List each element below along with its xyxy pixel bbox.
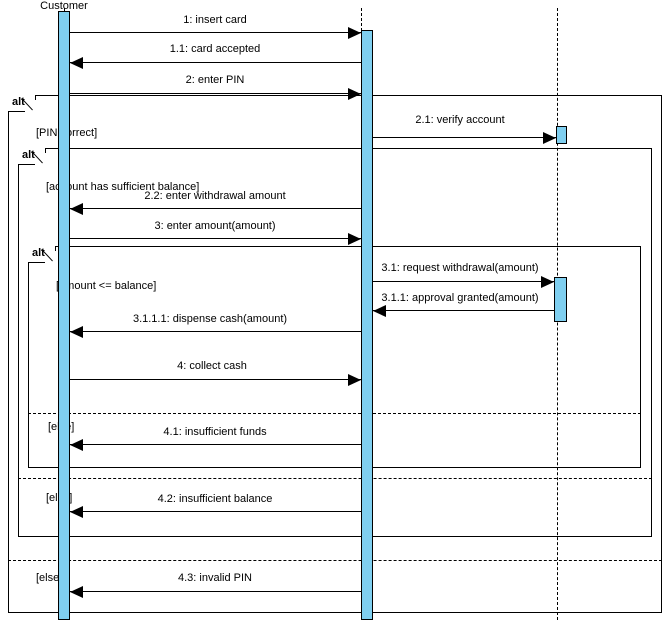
message-line-4 <box>70 379 361 380</box>
fragment-divider-alt-balance-0 <box>18 478 652 479</box>
fragment-alt-pin <box>8 95 662 613</box>
message-line-2.1 <box>373 137 556 138</box>
message-arrowhead-4.3 <box>70 586 83 598</box>
fragment-tab-corner <box>44 251 56 263</box>
fragment-guard-alt-amount-0: [amount <= balance] <box>56 280 157 292</box>
message-arrowhead-3.1.1.1 <box>70 326 83 338</box>
message-label-3: 3: enter amount(amount) <box>154 220 276 232</box>
message-line-2 <box>70 93 361 94</box>
message-label-3.1.1: 3.1.1: approval granted(amount) <box>381 292 539 304</box>
message-line-3.1.1 <box>373 310 554 311</box>
message-line-2.2 <box>70 208 361 209</box>
message-label-1.1: 1.1: card accepted <box>169 43 261 55</box>
activation-act-bank-verify <box>556 126 567 144</box>
message-label-4.1: 4.1: insufficient funds <box>163 426 267 438</box>
message-arrowhead-4 <box>348 374 361 386</box>
message-line-3.1 <box>373 281 554 282</box>
message-label-4: 4: collect cash <box>177 360 247 372</box>
fragment-divider-alt-pin-0 <box>8 560 662 561</box>
fragment-tab-corner <box>24 100 36 112</box>
fragment-guard-alt-balance-0: [account has sufficient balance] <box>46 181 200 193</box>
message-line-3.1.1.1 <box>70 331 361 332</box>
message-line-1 <box>70 32 361 33</box>
fragment-operator-alt-balance: alt <box>18 148 46 165</box>
message-line-1.1 <box>70 62 361 63</box>
message-arrowhead-3.1 <box>541 276 554 288</box>
message-line-4.3 <box>70 591 361 592</box>
message-arrowhead-2 <box>348 88 361 100</box>
message-arrowhead-2.1 <box>543 132 556 144</box>
message-label-2.2: 2.2: enter withdrawal amount <box>144 190 286 202</box>
message-arrowhead-1.1 <box>70 57 83 69</box>
activation-act-atm <box>361 30 373 620</box>
message-arrowhead-2.2 <box>70 203 83 215</box>
message-line-3 <box>70 238 361 239</box>
message-label-1: 1: insert card <box>183 14 247 26</box>
message-arrowhead-1 <box>348 27 361 39</box>
fragment-operator-alt-amount: alt <box>28 246 56 263</box>
message-label-4.3: 4.3: invalid PIN <box>178 572 252 584</box>
message-line-4.2 <box>70 511 361 512</box>
lifeline-label-customer: Customer <box>40 0 88 12</box>
activation-act-bank-withdraw <box>554 277 567 322</box>
message-label-4.2: 4.2: insufficient balance <box>157 493 273 505</box>
message-arrowhead-4.1 <box>70 439 83 451</box>
message-arrowhead-3.1.1 <box>373 305 386 317</box>
message-label-2: 2: enter PIN <box>185 74 245 86</box>
message-arrowhead-4.2 <box>70 506 83 518</box>
message-line-4.1 <box>70 444 361 445</box>
fragment-guard-alt-pin-1: [else] <box>36 572 63 584</box>
fragment-tab-corner <box>34 153 46 165</box>
message-label-3.1: 3.1: request withdrawal(amount) <box>381 262 539 274</box>
message-label-2.1: 2.1: verify account <box>415 114 505 126</box>
fragment-operator-alt-pin: alt <box>8 95 36 112</box>
message-arrowhead-3 <box>348 233 361 245</box>
fragment-divider-alt-amount-0 <box>28 413 641 414</box>
activation-act-customer <box>58 11 70 620</box>
message-label-3.1.1.1: 3.1.1.1: dispense cash(amount) <box>132 313 288 325</box>
